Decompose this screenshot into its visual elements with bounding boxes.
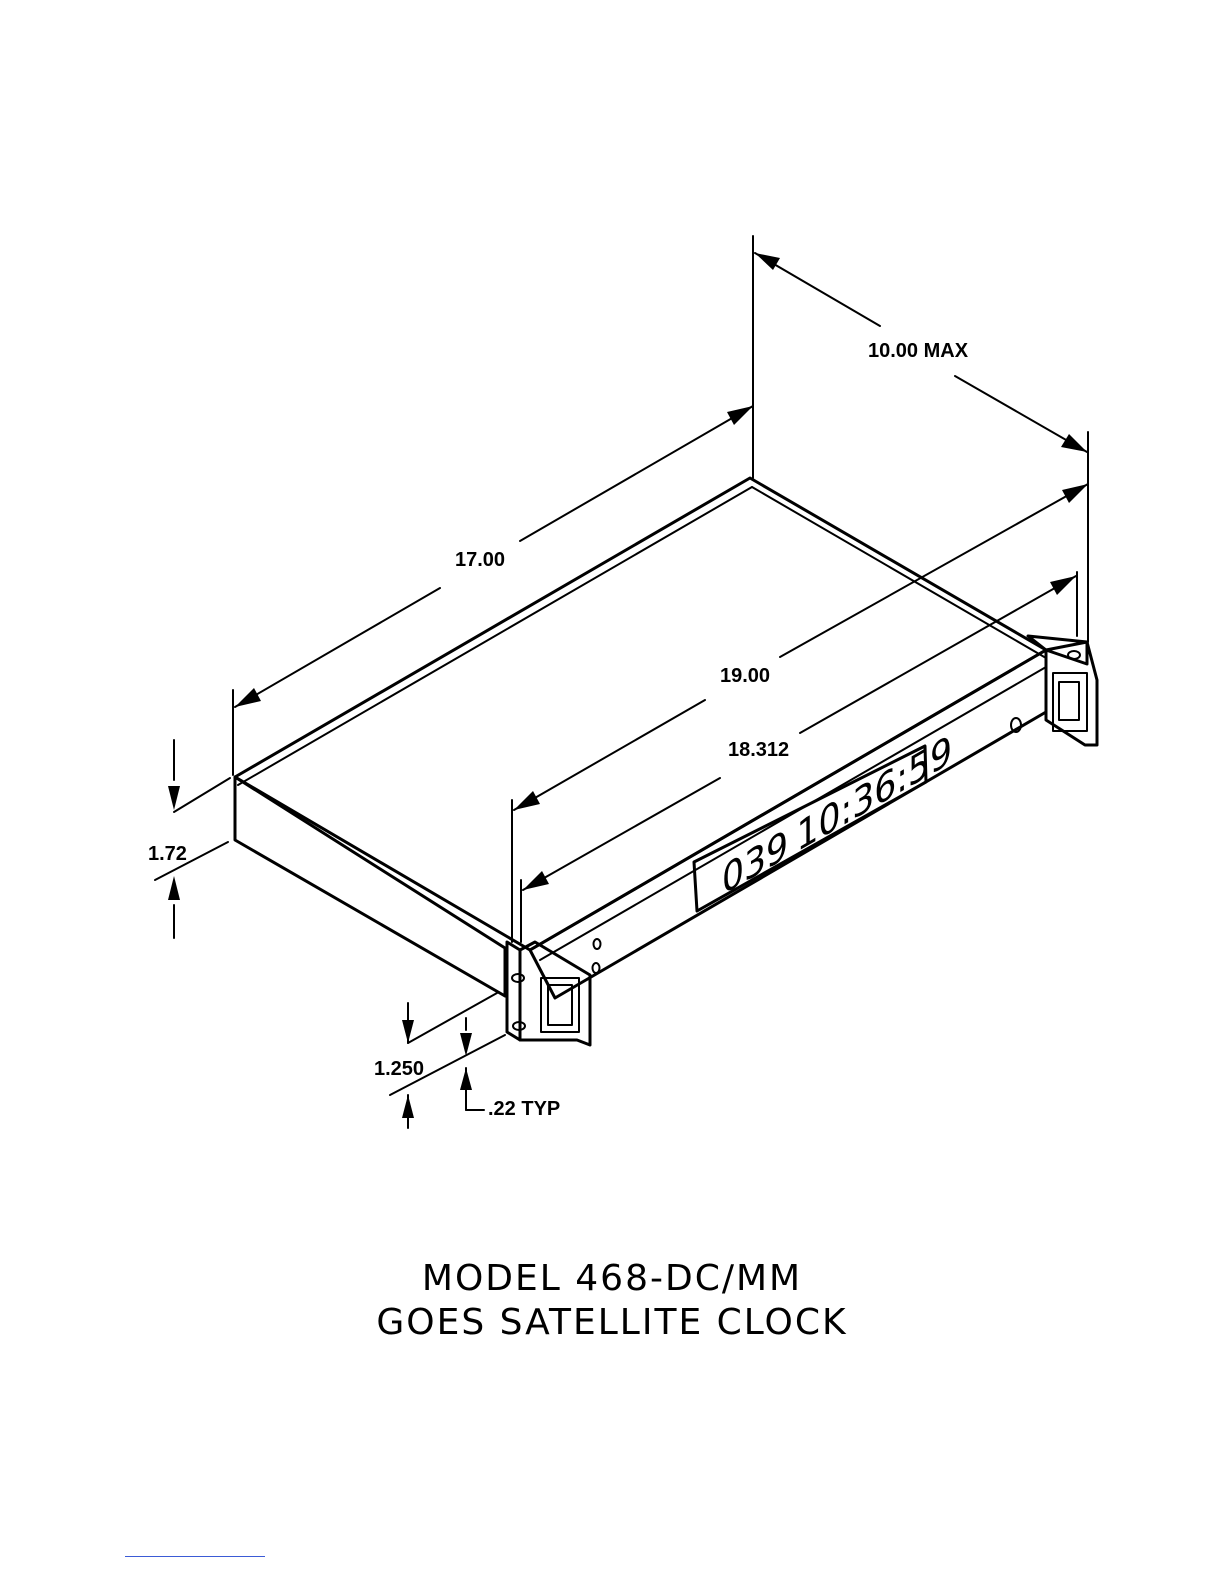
- dim-hole-spacing-label: 1.250: [374, 1058, 424, 1080]
- chassis-top-face: [235, 478, 1046, 950]
- left-rack-ear: [507, 942, 590, 1045]
- dim-mounting-width-label: 18.312: [728, 739, 789, 761]
- right-ear-flange: [1028, 636, 1087, 664]
- dim-height-label: 1.72: [148, 843, 187, 865]
- caption-model: MODEL 468-DC/MM: [0, 1258, 1224, 1299]
- chassis-left-face: [235, 777, 505, 996]
- caption-product-name: GOES SATELLITE CLOCK: [0, 1302, 1224, 1343]
- dim-length-label: 17.00: [455, 549, 505, 571]
- footer-rule: [125, 1556, 265, 1557]
- display-time: 10:36:59: [796, 726, 952, 862]
- dim-hole-size-label: .22 TYP: [488, 1098, 560, 1120]
- dim-overall-width-label: 19.00: [720, 665, 770, 687]
- dimension-lines: [168, 253, 1088, 1128]
- dim-depth-label: 10.00 MAX: [868, 340, 969, 362]
- right-rack-ear: [1028, 636, 1097, 745]
- dimension-labels: 10.00 MAX 17.00 19.00 18.312 1.72 1.250 …: [148, 340, 969, 1120]
- extension-lines: [155, 236, 1088, 1095]
